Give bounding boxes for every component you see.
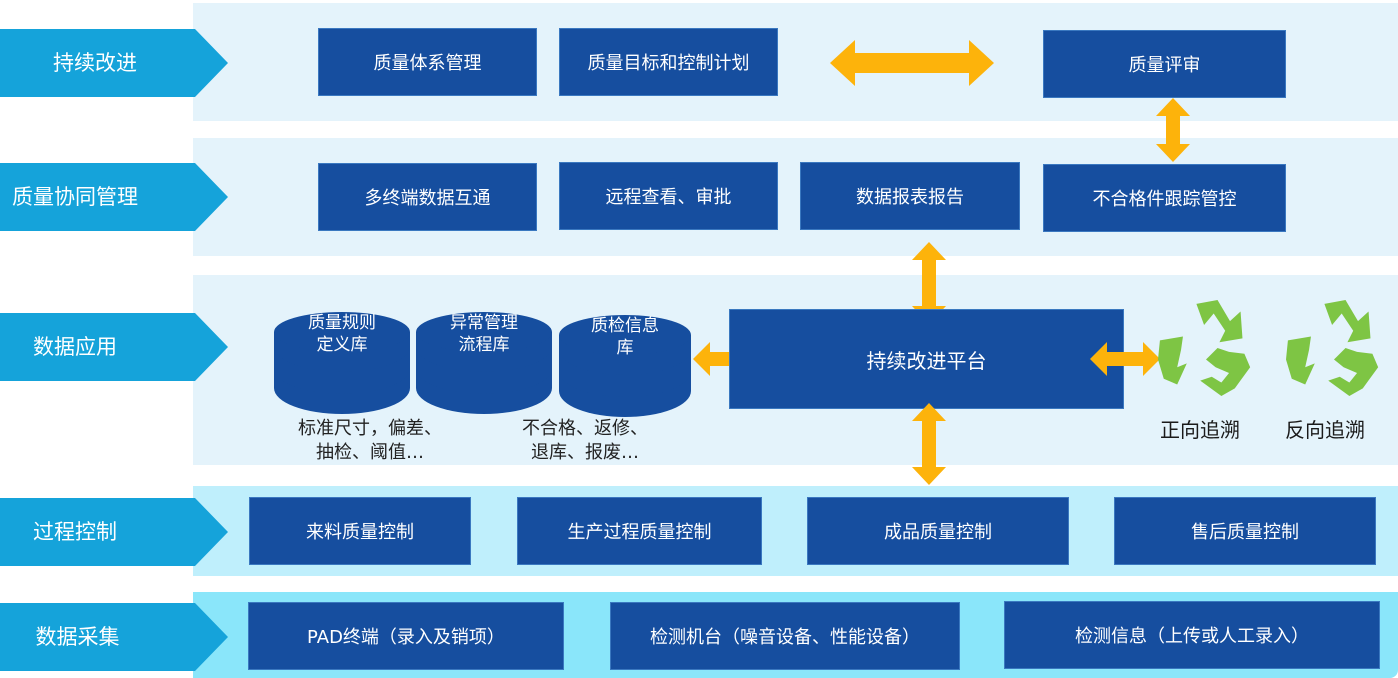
after-sales-quality-control-box[interactable]: 售后质量控制 <box>1114 497 1376 565</box>
nonconforming-tracking-box[interactable]: 不合格件跟踪管控 <box>1043 164 1286 232</box>
quality-goals-control-plan-box[interactable]: 质量目标和控制计划 <box>559 28 778 96</box>
layer-label: 数据应用 <box>33 335 117 359</box>
double-arrow-horizontal <box>830 40 994 86</box>
layer-tag-data-application: 数据应用 <box>0 313 228 381</box>
database-quality-rules: 质量规则 定义库 <box>273 310 411 415</box>
recycle-icon <box>1286 300 1379 396</box>
database-label: 异常管理 流程库 <box>450 313 518 355</box>
database-label: 质检信息 库 <box>591 316 659 358</box>
double-arrow-horizontal <box>1090 342 1160 376</box>
database-label: 质量规则 定义库 <box>308 313 376 355</box>
inspection-info-upload-box[interactable]: 检测信息（上传或人工录入） <box>1004 601 1380 669</box>
chevron-shape <box>0 29 228 97</box>
layer-tag-process-control: 过程控制 <box>0 498 228 566</box>
chevron-shape <box>0 603 228 671</box>
double-arrow-vertical <box>912 242 946 324</box>
double-arrow-vertical <box>1156 98 1190 162</box>
production-quality-control-box[interactable]: 生产过程质量控制 <box>517 497 762 565</box>
database-cylinder-icon <box>274 312 410 414</box>
backward-trace-label: 反向追溯 <box>1285 418 1365 442</box>
layer-tag-data-collection: 数据采集 <box>0 603 228 671</box>
recycle-icon <box>1158 300 1251 396</box>
layer-label: 数据采集 <box>35 625 120 649</box>
database-inspection-info: 质检信息 库 <box>556 313 694 418</box>
quality-review-box[interactable]: 质量评审 <box>1043 30 1286 98</box>
inspection-machine-box[interactable]: 检测机台（噪音设备、性能设备） <box>610 602 960 670</box>
forward-trace-label: 正向追溯 <box>1160 418 1240 442</box>
double-arrow-horizontal <box>693 342 763 376</box>
layer-label: 过程控制 <box>33 520 117 544</box>
layer-label: 质量协同管理 <box>12 185 138 209</box>
database-cylinder-icon <box>416 312 552 414</box>
chevron-shape <box>0 498 228 566</box>
pad-terminal-box[interactable]: PAD终端（录入及销项） <box>248 602 564 670</box>
layer-label: 持续改进 <box>53 51 137 75</box>
quality-rules-note: 标准尺寸，偏差、 抽检、阈值… <box>298 418 442 463</box>
remote-view-approval-box[interactable]: 远程查看、审批 <box>559 162 778 230</box>
incoming-quality-control-box[interactable]: 来料质量控制 <box>249 497 471 565</box>
inspection-info-note: 不合格、返修、 退库、报废… <box>522 418 648 463</box>
database-exception-flow: 异常管理 流程库 <box>415 310 553 415</box>
chevron-shape <box>0 313 228 381</box>
double-arrow-vertical <box>912 403 946 485</box>
data-report-box[interactable]: 数据报表报告 <box>800 162 1020 230</box>
continuous-improvement-platform-box[interactable]: 持续改进平台 <box>729 309 1124 409</box>
chevron-shape <box>0 163 228 231</box>
layer-tag-quality-collaboration: 质量协同管理 <box>0 163 228 231</box>
finished-product-quality-control-box[interactable]: 成品质量控制 <box>807 497 1069 565</box>
database-cylinder-icon <box>559 315 691 417</box>
quality-system-management-box[interactable]: 质量体系管理 <box>318 28 537 96</box>
layer-tag-continuous-improvement: 持续改进 <box>0 29 228 97</box>
multi-terminal-data-box[interactable]: 多终端数据互通 <box>318 163 537 231</box>
